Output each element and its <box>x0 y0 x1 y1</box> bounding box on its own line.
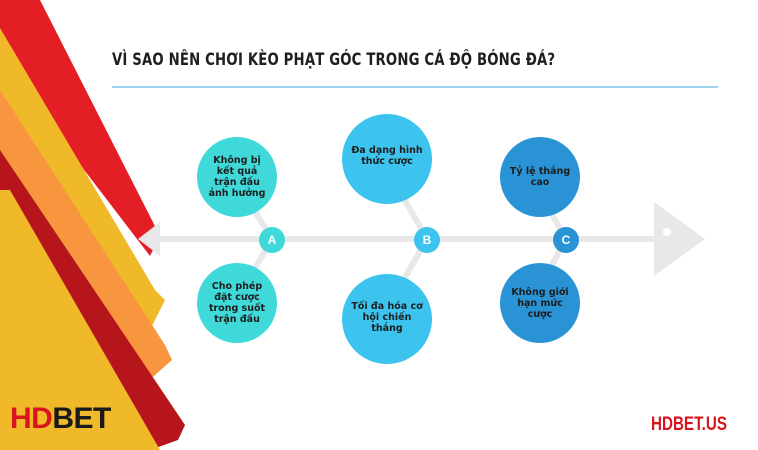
node-c-bottom: Không giới hạn mức cược <box>500 263 580 343</box>
node-b-top: Đa dạng hình thức cược <box>342 114 432 204</box>
node-b-bottom-label: Tối đa hóa cơ hội chiến thắng <box>351 300 423 334</box>
stripe-red <box>0 0 160 256</box>
marker-c: C <box>553 227 579 253</box>
title-divider <box>112 86 718 88</box>
fishbone-head-arrow <box>654 202 705 276</box>
marker-b: B <box>414 227 440 253</box>
node-a-top-label: Không bị kết quả trận đấu ảnh hưởng <box>208 155 266 199</box>
node-c-top-label: Tỷ lệ thắng cao <box>509 166 571 188</box>
node-c-bottom-label: Không giới hạn mức cược <box>511 286 569 320</box>
stripe-yellow-front <box>0 190 160 450</box>
node-a-bottom: Cho phép đặt cược trong suốt trận đấu <box>197 263 277 343</box>
marker-a: A <box>259 227 285 253</box>
node-a-bottom-label: Cho phép đặt cược trong suốt trận đấu <box>208 281 266 325</box>
spine-tail <box>138 222 160 256</box>
node-b-top-label: Đa dạng hình thức cược <box>351 145 423 167</box>
node-c-top: Tỷ lệ thắng cao <box>500 137 580 217</box>
node-a-top: Không bị kết quả trận đấu ảnh hưởng <box>197 137 277 217</box>
page-title: VÌ SAO NÊN CHƠI KÈO PHẠT GÓC TRONG CÁ ĐỘ… <box>112 50 556 70</box>
fishbone-spine <box>150 236 660 242</box>
node-b-bottom: Tối đa hóa cơ hội chiến thắng <box>342 274 432 364</box>
fishbone-eye <box>663 228 671 236</box>
logo-hd: HD <box>10 402 53 435</box>
website-label: HDBET.US <box>651 414 728 435</box>
logo-bet: BET <box>52 402 111 435</box>
